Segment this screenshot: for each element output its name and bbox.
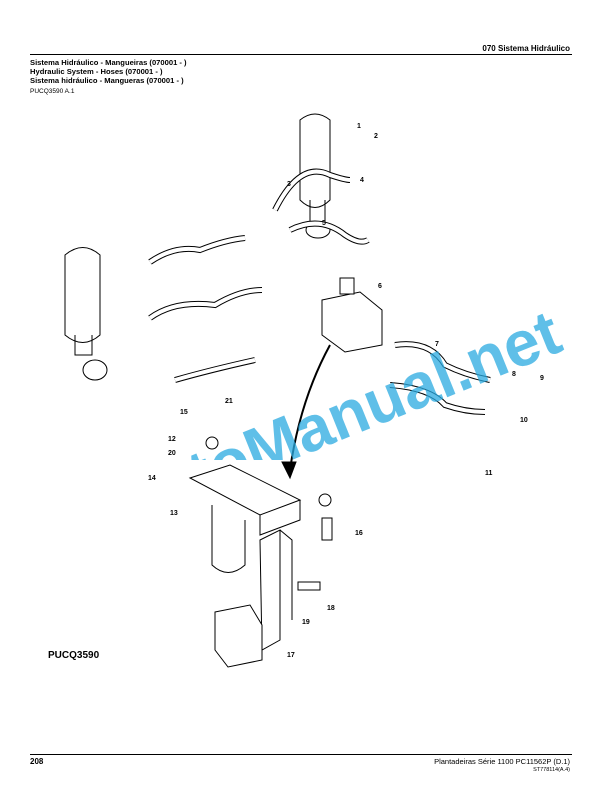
bracket-plate <box>188 464 302 516</box>
footer-code: ST778114(A.4) <box>533 767 570 773</box>
callout-9: 9 <box>540 375 544 382</box>
footer-title: Plantadeiras Série 1100 PC11562P (D.1) <box>434 757 570 766</box>
hydraulic-cylinder-upper <box>299 113 331 208</box>
bolt-16 <box>321 517 333 541</box>
callout-1: 1 <box>357 123 361 130</box>
callout-10: 10 <box>520 417 528 424</box>
callout-19: 19 <box>302 619 310 626</box>
title-block: Sistema Hidráulico - Mangueiras (070001 … <box>30 58 187 85</box>
hydraulic-cylinder-left <box>64 247 101 343</box>
section-header: 070 Sistema Hidráulico <box>482 44 570 53</box>
callout-16: 16 <box>355 530 363 537</box>
lower-valve <box>214 604 263 668</box>
callout-12: 12 <box>168 436 176 443</box>
callout-2: 2 <box>374 133 378 140</box>
valve-block <box>321 291 383 353</box>
page-number: 208 <box>30 757 44 766</box>
callout-14: 14 <box>148 475 156 482</box>
nut-12a <box>205 436 219 450</box>
callout-21: 21 <box>225 398 233 405</box>
callout-13: 13 <box>170 510 178 517</box>
callout-5: 5 <box>322 220 326 227</box>
callout-8: 8 <box>512 371 516 378</box>
nut-12b <box>318 493 332 507</box>
footer-rule <box>30 754 572 755</box>
figure-id: PUCQ3590 <box>48 650 100 661</box>
title-pt: Sistema Hidráulico - Mangueiras (070001 … <box>30 58 187 67</box>
callout-17: 17 <box>287 652 295 659</box>
bolt-18 <box>297 581 321 591</box>
mount-bracket <box>259 529 281 651</box>
callout-11: 11 <box>485 470 493 477</box>
callout-6: 6 <box>378 283 382 290</box>
hydraulic-hoses-diagram: 1 2 3 4 5 6 7 8 9 10 11 12 13 14 15 16 1… <box>48 113 544 668</box>
callout-4: 4 <box>360 177 364 184</box>
title-es: Sistema hidráulico - Mangueras (070001 -… <box>30 76 184 85</box>
assembly-arrow <box>289 344 331 471</box>
u-bolt <box>211 505 246 573</box>
callout-18: 18 <box>327 605 335 612</box>
callout-3: 3 <box>287 181 291 188</box>
callout-20: 20 <box>168 450 176 457</box>
header-rule <box>30 54 572 55</box>
title-en: Hydraulic System - Hoses (070001 - ) <box>30 67 163 76</box>
callout-7: 7 <box>435 341 439 348</box>
callout-15: 15 <box>180 409 188 416</box>
figure-reference: PUCQ3590 A.1 <box>30 88 75 95</box>
